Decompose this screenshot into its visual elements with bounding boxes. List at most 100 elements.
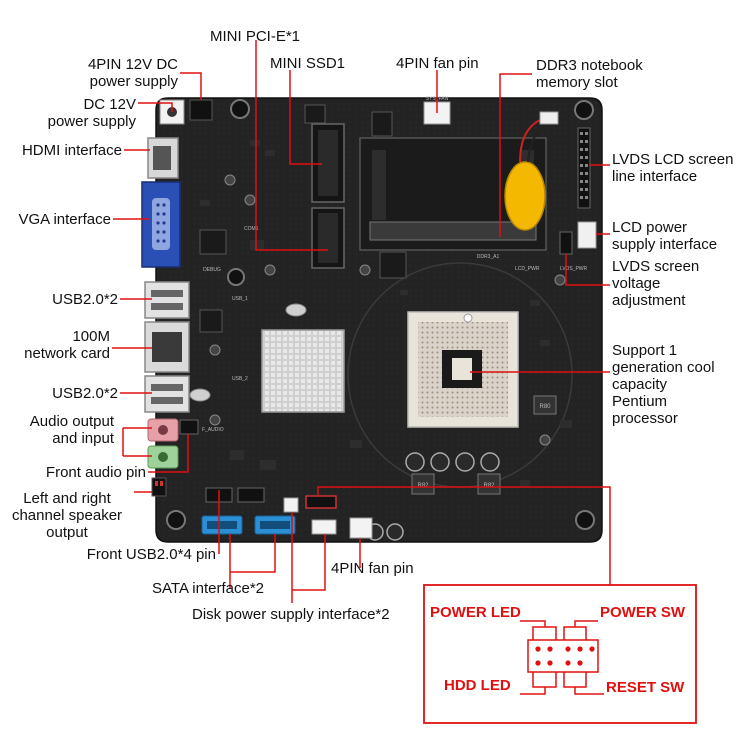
speaker-connector [151,477,167,497]
crystal-oscillator [285,303,307,317]
label-front-usb: Front USB2.0*4 pin [40,546,216,563]
label-line: 100M [72,328,110,345]
chip-3 [199,229,227,255]
super-io-chip [379,251,407,279]
label-network: 100M network card [0,328,110,362]
label-line: supply interface [612,236,718,253]
chip-2 [199,309,223,333]
front-panel-pins [535,646,595,666]
label-reset-sw: RESET SW [606,679,685,696]
label-line: LVDS screen [612,258,700,275]
crystal-oscillator-2 [189,388,211,402]
front-panel-header [305,495,337,509]
label-line: channel speaker [11,507,123,524]
label-disk-power: Disk power supply interface*2 [192,606,390,623]
lvds-pwr-silk: LVDS_PWR [560,266,588,272]
front-panel-inset-box [423,584,697,724]
disk-power-connector-2 [311,519,337,535]
vrm-choke-2 [477,473,501,495]
usb-port-top [144,281,190,319]
vrm-choke-2-silk: R82 [483,483,495,489]
label-lcd-power: LCD power supply interface [612,219,717,253]
vrm-choke-3-silk: R80 [539,404,551,410]
front-usb-header-2 [237,487,265,503]
ddr3-silk: DDR3_A1 [477,254,500,260]
callout-lines [112,40,611,603]
label-line: 4PIN 12V DC [87,56,178,73]
lcd-pwr-silk: LCD_PWR [515,266,540,272]
label-hdd-led: HDD LED [444,677,511,694]
usb1-silk: USB_1 [232,296,248,302]
label-ddr3: DDR3 notebook memory slot [536,57,643,91]
com1-silk: COM1 [244,226,259,232]
label-mini-pcie: MINI PCI-E*1 [210,28,300,45]
label-usb-bottom: USB2.0*2 [0,385,118,402]
debug-silk: DEBUG [203,267,221,273]
usb-port-bottom [144,375,190,413]
lvds-header [577,127,591,209]
f-audio-silk: F_AUDIO [202,427,224,433]
vrm-choke-3 [533,395,557,415]
chipset-heatsink [261,329,345,413]
label-line: output [46,524,88,541]
misc-components [200,140,572,486]
inductor-top [304,104,326,124]
label-sata: SATA interface*2 [152,580,264,597]
label-4pin-12v-dc: 4PIN 12V DC power supply [40,56,178,90]
label-line: Front audio pin [45,464,146,481]
vrm-choke-1-silk: R82 [417,483,429,489]
label-line: MINI SSD1 [270,55,346,72]
label-line: VGA interface [18,211,111,228]
label-line: SATA interface*2 [152,580,265,597]
label-line: generation cool [612,359,715,376]
mounting-holes [166,99,595,530]
small-caps [209,174,566,446]
label-hdmi: HDMI interface [0,142,122,159]
label-line: 4PIN fan pin [396,55,479,72]
label-line: 4PIN fan pin [331,560,414,577]
label-cpu: Support 1 generation cool capacity Penti… [612,342,715,427]
label-line: memory slot [536,74,618,91]
label-power-sw: POWER SW [600,604,685,621]
label-line: line interface [612,168,698,185]
label-line: LVDS LCD screen [612,151,734,168]
label-front-audio: Front audio pin [0,464,146,481]
disk-power-connector-1 [283,497,299,513]
label-line: Left and right [23,490,111,507]
label-line: network card [24,345,110,362]
lcd-power-connector [577,221,597,249]
vrm-choke-1 [411,473,435,495]
label-line: USB2.0*2 [52,385,118,402]
front-panel-pin-diagram [520,620,604,695]
label-dc-12v: DC 12V power supply [20,96,136,130]
label-fan-bottom: 4PIN fan pin [331,560,414,577]
label-line: adjustment [612,292,686,309]
label-power-led: POWER LED [430,604,521,621]
label-line: Audio output [29,413,114,430]
label-line: Pentium [612,393,668,410]
label-line: Disk power supply interface*2 [192,606,390,623]
label-line: MINI PCI-E*1 [210,28,301,45]
label-line: voltage [612,275,661,292]
label-usb-top: USB2.0*2 [0,291,118,308]
label-line: and input [52,430,114,447]
label-vga: VGA interface [0,211,111,228]
label-line: LCD power [612,219,688,236]
label-line: DC 12V [83,96,136,113]
label-line: power supply [47,113,136,130]
label-line: USB2.0*2 [52,291,118,308]
usb2-silk: USB_2 [232,376,248,382]
4pin-power-header [189,99,213,121]
label-line: DDR3 notebook [536,57,643,74]
front-audio-header [179,419,199,435]
label-line: power supply [89,73,178,90]
inductor-top-2 [371,111,393,137]
label-line: capacity [612,376,668,393]
bottom-fan-header [349,517,373,539]
label-fan-top: 4PIN fan pin [396,55,479,72]
label-lvds-line: LVDS LCD screen line interface [612,151,733,185]
label-line: Support 1 [612,342,678,359]
label-line: processor [612,410,678,427]
